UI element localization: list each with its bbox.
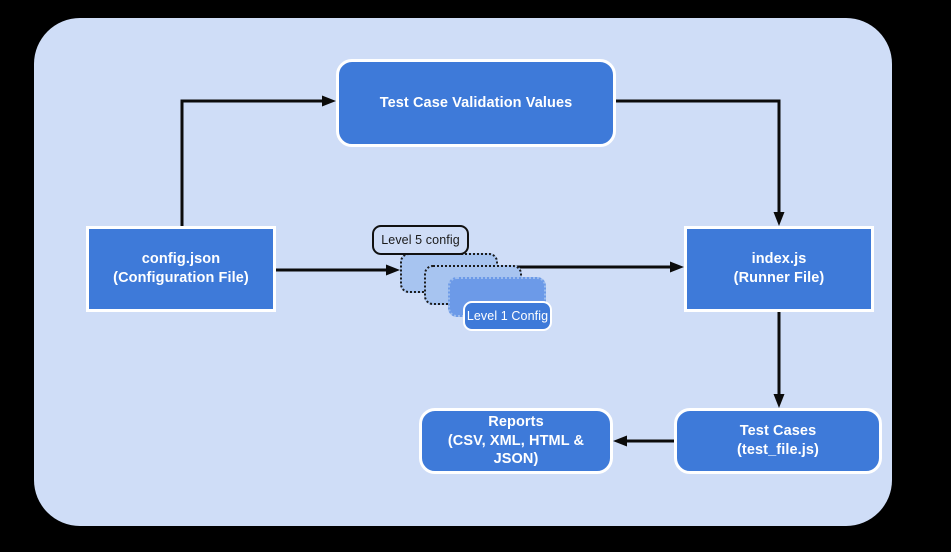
node-reports[interactable]: Reports (CSV, XML, HTML & JSON) xyxy=(419,408,613,474)
node-test-case-validation-values[interactable]: Test Case Validation Values xyxy=(336,59,616,147)
callout-level-1-config[interactable]: Level 1 Config xyxy=(463,301,552,331)
callout-level-5-config[interactable]: Level 5 config xyxy=(372,225,469,255)
node-index-js[interactable]: index.js (Runner File) xyxy=(684,226,874,312)
node-config-json[interactable]: config.json (Configuration File) xyxy=(86,226,276,312)
node-test-cases[interactable]: Test Cases (test_file.js) xyxy=(674,408,882,474)
